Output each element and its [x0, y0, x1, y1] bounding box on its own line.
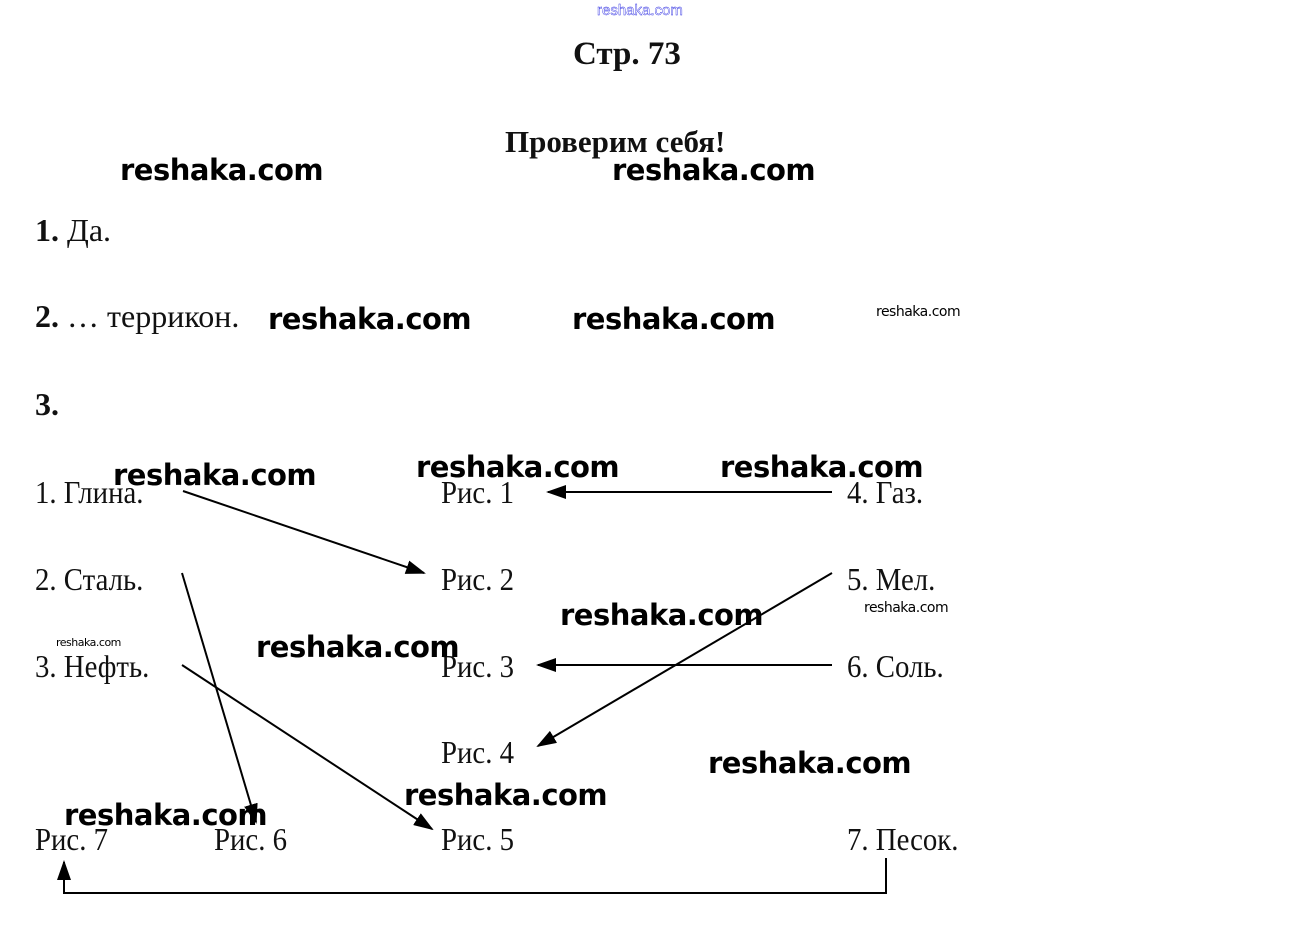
- left-item-2: 2. Сталь.: [35, 561, 144, 597]
- watermark: reshaka.com: [268, 302, 472, 336]
- answer-3: 3.: [35, 386, 59, 423]
- figure-1: Рис. 1: [441, 474, 515, 510]
- figure-4: Рис. 4: [441, 734, 515, 770]
- figure-6: Рис. 6: [214, 821, 288, 857]
- watermark: reshaka.com: [708, 746, 912, 780]
- right-item-4: 4. Газ.: [847, 474, 924, 510]
- right-item-7: 7. Песок.: [847, 821, 959, 857]
- left-item-3: 3. Нефть.: [35, 648, 150, 684]
- watermark: reshaka.com: [720, 450, 924, 484]
- watermark: reshaka.com: [256, 630, 460, 664]
- arrow-stal-to-fig6: [181, 572, 258, 824]
- arrow-pesok-to-fig7: [57, 858, 887, 894]
- answer-1: 1. Да.: [35, 212, 111, 249]
- answer-2-number: 2.: [35, 298, 59, 334]
- watermark: reshaka.com: [404, 778, 608, 812]
- watermark-small: reshaka.com: [876, 304, 961, 320]
- watermark-small: reshaka.com: [864, 600, 949, 616]
- watermark-small: reshaka.com: [56, 636, 121, 649]
- watermark: reshaka.com: [416, 450, 620, 484]
- section-title: Проверим себя!: [505, 124, 726, 159]
- left-item-1: 1. Глина.: [35, 474, 144, 510]
- watermark: reshaka.com: [560, 598, 764, 632]
- page-title: Стр. 73: [573, 36, 681, 72]
- answer-1-text: Да.: [59, 212, 112, 248]
- right-item-5: 5. Мел.: [847, 561, 936, 597]
- answer-1-number: 1.: [35, 212, 59, 248]
- figure-2: Рис. 2: [441, 561, 515, 597]
- watermark: reshaka.com: [113, 458, 317, 492]
- figure-3: Рис. 3: [441, 648, 515, 684]
- watermark-top: reshaka.com: [597, 2, 683, 19]
- figure-5: Рис. 5: [441, 821, 515, 857]
- watermark: reshaka.com: [612, 153, 816, 187]
- answer-2: 2. … террикон.: [35, 298, 239, 335]
- right-item-6: 6. Соль.: [847, 648, 944, 684]
- watermark: reshaka.com: [120, 153, 324, 187]
- answer-3-number: 3.: [35, 386, 59, 422]
- arrow-glina-to-fig2: [182, 490, 426, 574]
- watermark: reshaka.com: [572, 302, 776, 336]
- arrow-neft-to-fig5: [181, 664, 434, 831]
- watermark: reshaka.com: [64, 798, 268, 832]
- arrow-mel-to-fig4: [536, 572, 833, 748]
- figure-7: Рис. 7: [35, 821, 109, 857]
- answer-2-text: … террикон.: [59, 298, 240, 334]
